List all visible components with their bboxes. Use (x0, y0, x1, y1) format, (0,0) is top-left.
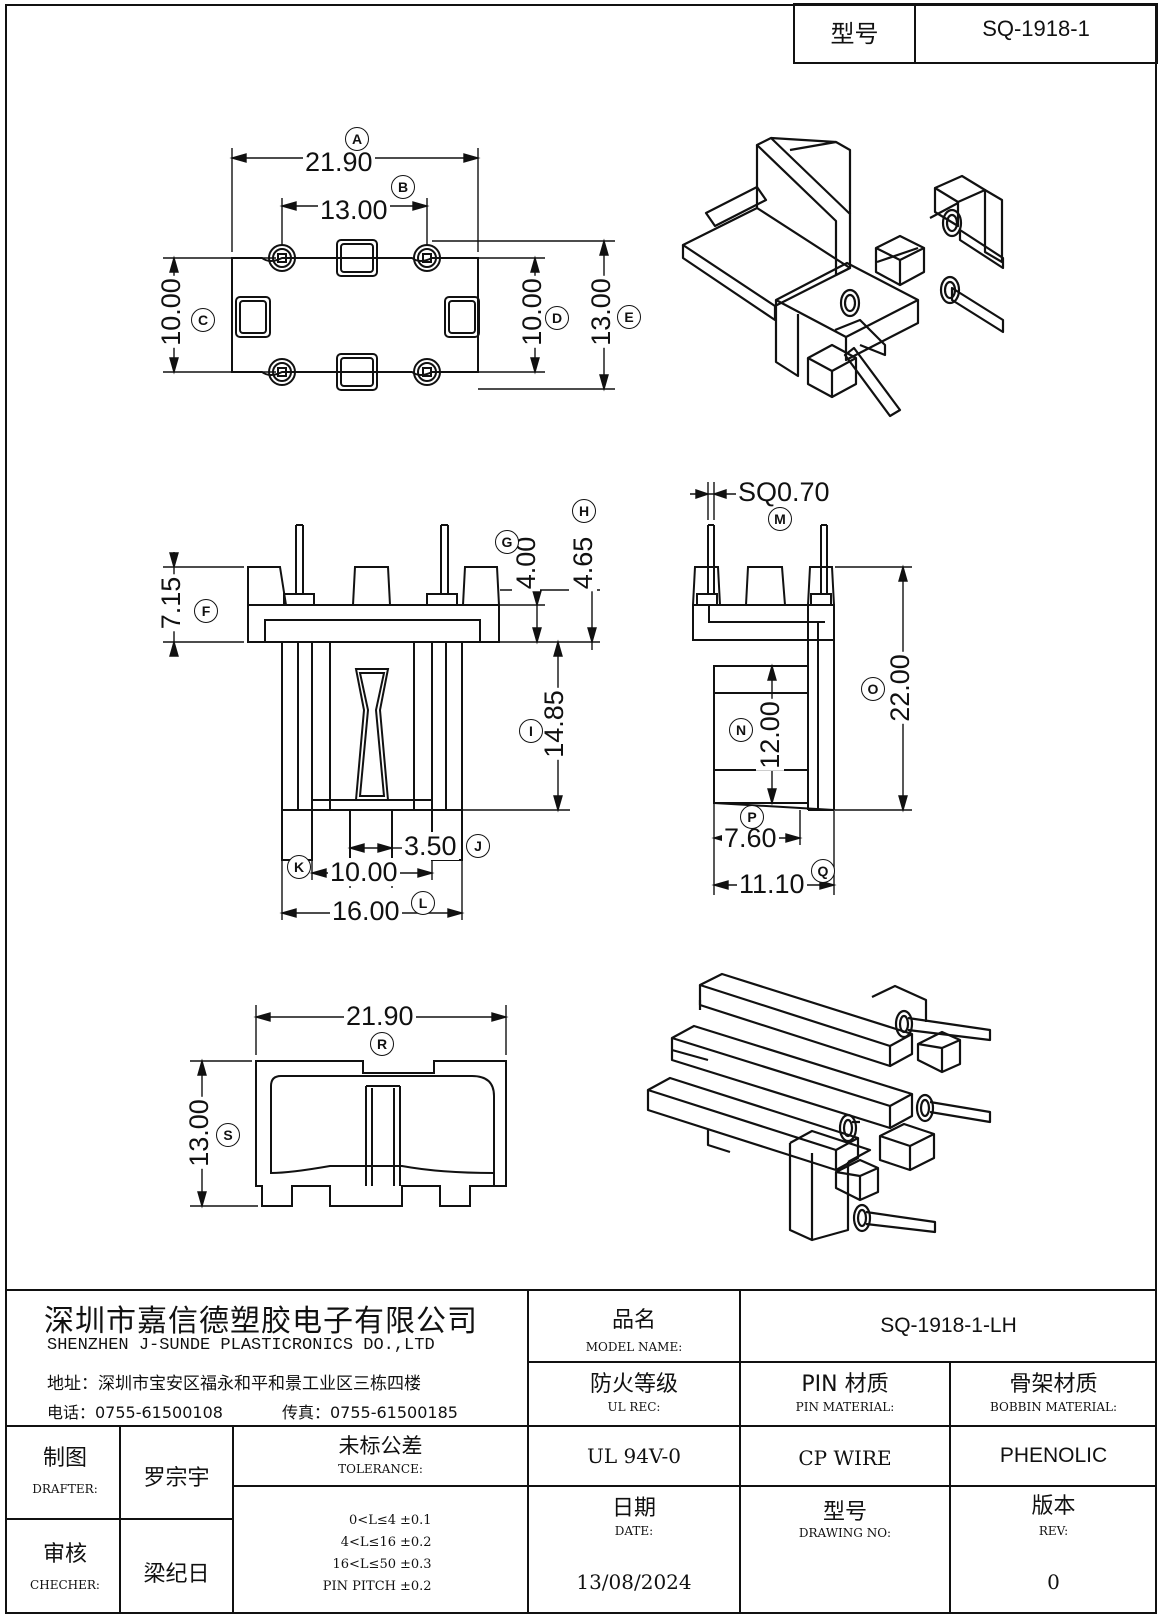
dimension-value-e: 13.00 (586, 276, 616, 348)
tolerance-value: ±0.1 (400, 1513, 432, 1528)
dimension-letter-m: M (768, 507, 792, 531)
drafter-name: 罗宗宇 (143, 1466, 210, 1491)
tolerance-value: ±0.2 (400, 1579, 432, 1594)
date-value: 13/08/2024 (576, 1570, 692, 1594)
bobbin-value: PHENOLIC (999, 1444, 1108, 1467)
tolerance-range: PIN PITCH (322, 1579, 396, 1594)
company-phone: 电话：0755-61500108 (47, 1403, 223, 1422)
tolerance-en: TOLERANCE: (338, 1462, 423, 1476)
dimension-value-q: 11.10 (737, 869, 807, 899)
dimension-value-d: 10.00 (517, 276, 547, 348)
top-view-dimensions (163, 148, 615, 392)
model-name-en: MODEL NAME: (585, 1340, 683, 1354)
pin-material-en: PIN MATERIAL: (795, 1400, 895, 1414)
pin-value: CP WIRE (798, 1446, 892, 1470)
side-view-dimensions (690, 482, 912, 895)
dimension-letter-e: E (617, 305, 641, 329)
dimension-letter-s: S (216, 1123, 240, 1147)
bobbin-material-cn: 骨架材质 (1009, 1372, 1098, 1397)
dimension-letter-j: J (466, 834, 490, 858)
rev-en: REV: (1038, 1524, 1069, 1538)
dimension-letter-a: A (345, 127, 369, 151)
drafter-cn: 制图 (42, 1446, 87, 1471)
model-name-value: SQ-1918-1-LH (880, 1314, 1017, 1337)
checker-en: CHECHER: (30, 1578, 100, 1592)
drawing-frame (5, 4, 1157, 1614)
date-cn: 日期 (611, 1496, 656, 1521)
isometric-view-top (681, 136, 1005, 418)
isometric-view-bottom (646, 972, 992, 1242)
company-fax: 传真：0755-61500185 (282, 1403, 458, 1422)
company-name-en: SHENZHEN J-SUNDE PLASTICRONICS DO.,LTD (47, 1336, 435, 1355)
drawing-no-en: DRAWING NO: (798, 1526, 892, 1540)
dimension-value-h: 4.65 (568, 534, 598, 592)
checker-cn: 审核 (42, 1542, 87, 1567)
dimension-letter-g: G (495, 530, 519, 554)
dimension-letter-n: N (729, 718, 753, 742)
bottom-view (255, 1060, 507, 1207)
model-name-cn: 品名 (611, 1308, 656, 1333)
dimension-value-f: 7.15 (156, 574, 186, 632)
company-name-cn: 深圳市嘉信德塑胶电子有限公司 (44, 1304, 478, 1339)
tolerance-value: ±0.3 (400, 1557, 432, 1572)
tolerance-range: 0<L≤4 (349, 1513, 396, 1528)
ul-rec-cn: 防火等级 (589, 1372, 678, 1397)
tolerance-range: 4<L≤16 (340, 1535, 396, 1550)
dimension-letter-h: H (572, 499, 596, 523)
company-address: 地址：深圳市宝安区福永和平和景工业区三栋四楼 (47, 1374, 421, 1394)
pin-material-cn: PIN 材质 (801, 1372, 889, 1397)
dimension-value-l: 16.00 (330, 896, 402, 926)
dimension-letter-o: O (861, 677, 885, 701)
dimension-letter-c: C (191, 308, 215, 332)
header-model-label: 型号 (830, 20, 879, 48)
bobbin-material-en: BOBBIN MATERIAL: (989, 1400, 1118, 1414)
drawing-no-cn: 型号 (822, 1500, 867, 1525)
header-model-value: SQ-1918-1 (982, 16, 1090, 41)
dimension-value-o: 22.00 (885, 652, 915, 724)
dimension-value-i: 14.85 (539, 688, 569, 760)
dimension-value-a: 21.90 (303, 147, 375, 177)
drafter-en: DRAFTER: (32, 1482, 98, 1496)
date-en: DATE: (614, 1524, 654, 1538)
checker-name: 梁纪日 (143, 1562, 210, 1587)
dimension-letter-d: D (545, 306, 569, 330)
dimension-value-n: 12.00 (755, 699, 785, 771)
dimension-letter-i: I (519, 719, 543, 743)
dimension-letter-p: P (740, 805, 764, 829)
dimension-letter-q: Q (811, 859, 835, 883)
tolerance-range: 16<L≤50 (332, 1557, 396, 1572)
side-view (692, 524, 835, 811)
ul-value: UL 94V-0 (586, 1444, 682, 1468)
front-view (247, 524, 500, 861)
dimension-letter-l: L (411, 891, 435, 915)
dimension-value-k: 10.00 (328, 857, 400, 887)
top-view (231, 239, 480, 391)
rev-value: 0 (1047, 1570, 1060, 1594)
dimension-value-c: 10.00 (156, 276, 186, 348)
rev-cn: 版本 (1031, 1494, 1076, 1519)
tolerance-cn: 未标公差 (338, 1434, 423, 1458)
dimension-value-s: 13.00 (184, 1097, 214, 1169)
title-block-grid (5, 1289, 1157, 1614)
tolerance-value: ±0.2 (400, 1535, 432, 1550)
dimension-value-m: SQ0.70 (736, 477, 832, 507)
ul-rec-en: UL REC: (607, 1400, 661, 1414)
dimension-value-j: 3.50 (402, 831, 459, 861)
dimension-letter-f: F (194, 599, 218, 623)
dimension-letter-k: K (287, 855, 311, 879)
dimension-value-r: 21.90 (344, 1001, 416, 1031)
dimension-letter-r: R (370, 1032, 394, 1056)
dimension-letter-b: B (391, 175, 415, 199)
bottom-view-dimensions (190, 1005, 509, 1209)
header-box (793, 3, 1158, 64)
dimension-value-b: 13.00 (318, 195, 390, 225)
